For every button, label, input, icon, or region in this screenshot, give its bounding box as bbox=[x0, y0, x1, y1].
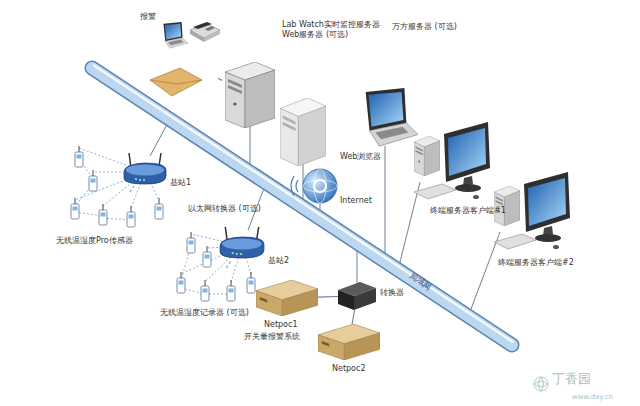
base-station: 基站2 bbox=[218, 226, 266, 260]
lan-bus-highlight bbox=[94, 66, 513, 343]
device-label: 开关量报警系统 bbox=[244, 332, 300, 342]
base-station bbox=[220, 227, 264, 258]
wireless-sensor bbox=[99, 204, 107, 225]
watermark: 丁香园 bbox=[552, 374, 591, 384]
monitor-server: Lab Watch实时监控服务器 Web服务器 (可选) bbox=[222, 60, 278, 130]
phone-side bbox=[204, 30, 220, 42]
netpoc-unit: Netpoc2 bbox=[318, 324, 380, 360]
netpoc-box bbox=[318, 324, 380, 360]
watermark-logo bbox=[534, 382, 548, 387]
client-pc: 终端服务器客户端#1 bbox=[414, 120, 494, 202]
globe-swirl bbox=[314, 180, 326, 192]
network-link bbox=[218, 78, 222, 80]
device-label: 以太网转换器 (可选) bbox=[188, 204, 261, 214]
phone-keypad bbox=[205, 26, 215, 31]
sensor-group: 无线温湿度Pro传感器 bbox=[62, 192, 174, 230]
converter-box bbox=[338, 282, 376, 310]
lan-drop bbox=[398, 182, 420, 270]
device-label: 终端服务器客户端#2 bbox=[498, 258, 574, 268]
device-label: Netpoc1 bbox=[264, 320, 298, 330]
wireless-logger bbox=[177, 272, 185, 293]
envelope-flap bbox=[150, 80, 202, 84]
converter: 转换器 bbox=[338, 282, 376, 310]
device-label: 基站2 bbox=[268, 256, 289, 266]
netpoc-unit: Netpoc1开关量报警系统 bbox=[256, 280, 318, 316]
network-link bbox=[226, 260, 231, 268]
device-label: 无线温湿度记录器 (可选) bbox=[160, 308, 249, 318]
wireless-sensor bbox=[71, 198, 79, 219]
server-tower bbox=[225, 62, 275, 128]
signal-arc bbox=[296, 180, 298, 192]
base-station bbox=[124, 153, 166, 184]
wireless-logger bbox=[201, 280, 209, 301]
client-pc: 终端服务器客户端#2 bbox=[494, 170, 576, 254]
device-label: 终端服务器客户端#1 bbox=[430, 206, 506, 216]
logger-group: 无线温湿度记录器 (可选) bbox=[170, 268, 260, 304]
device-label: Internet bbox=[340, 196, 372, 206]
internet-globe bbox=[303, 169, 337, 203]
network-link bbox=[318, 296, 338, 298]
network-link bbox=[352, 310, 354, 324]
email-envelope bbox=[150, 68, 202, 96]
wireless-logger bbox=[187, 232, 195, 253]
phone-side bbox=[190, 30, 204, 42]
signal-arc bbox=[291, 176, 294, 196]
wireless-logger bbox=[203, 246, 211, 267]
netpoc-box bbox=[256, 280, 318, 316]
device-label: Lab Watch实时监控服务器 Web服务器 (可选) bbox=[282, 20, 382, 40]
alarm-laptop bbox=[163, 22, 188, 48]
device-label: Netpoc2 bbox=[332, 364, 366, 374]
internet-globe: Internet bbox=[300, 166, 340, 206]
lan-bus bbox=[92, 68, 512, 345]
lan-bus-outline bbox=[92, 68, 512, 345]
wireless-logger bbox=[227, 280, 235, 301]
wireless-sensor bbox=[89, 170, 97, 191]
lan-drop bbox=[385, 146, 386, 261]
lan-drop bbox=[468, 232, 500, 317]
device-label: 报警 bbox=[140, 12, 156, 22]
browser-laptop bbox=[366, 88, 418, 146]
base-station: 基站1 bbox=[122, 150, 168, 186]
wireless-sensor bbox=[75, 146, 83, 167]
client-pc bbox=[414, 122, 490, 199]
server-tower bbox=[280, 98, 326, 166]
wireless-sensor bbox=[155, 198, 163, 219]
device-label: 万方服务器 (可选) bbox=[392, 22, 457, 32]
globe-meridian bbox=[303, 180, 337, 192]
network-link bbox=[130, 186, 134, 192]
watermark-logo bbox=[534, 377, 548, 391]
watermark-logo bbox=[539, 377, 544, 391]
alarm-devices: 报警 bbox=[140, 12, 218, 104]
optional-server: 万方服务器 (可选) bbox=[280, 96, 328, 168]
device-label: Web浏览器 bbox=[340, 152, 381, 162]
browser-laptop: Web浏览器 bbox=[352, 86, 418, 150]
wireless-sensor bbox=[127, 206, 135, 227]
globe-meridian bbox=[314, 169, 326, 203]
device-label: 转换器 bbox=[380, 288, 404, 298]
watermark: www.dxy.cn bbox=[572, 392, 613, 402]
device-label: 基站1 bbox=[170, 178, 191, 188]
device-label: 无线温湿度Pro传感器 bbox=[56, 236, 133, 246]
wireless-logger bbox=[247, 272, 255, 293]
